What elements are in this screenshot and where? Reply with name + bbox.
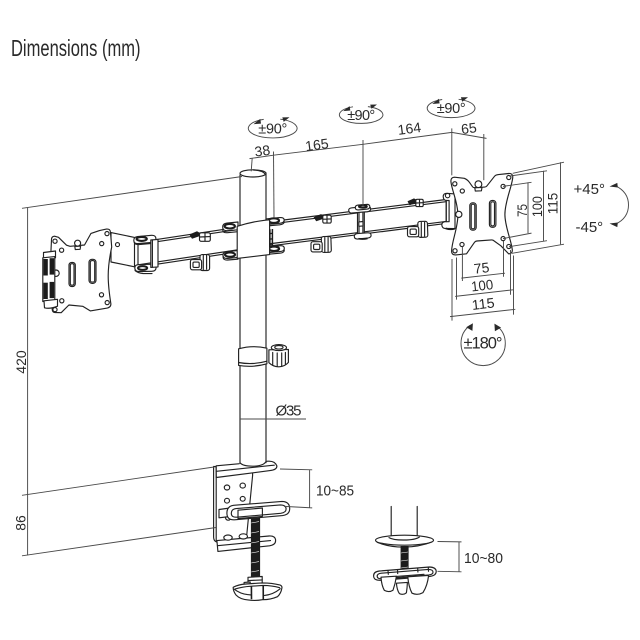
svg-text:±90°: ±90° (347, 108, 375, 124)
svg-text:164: 164 (397, 119, 422, 138)
svg-text:75: 75 (473, 259, 490, 277)
svg-text:100: 100 (529, 196, 545, 217)
svg-text:38: 38 (254, 142, 272, 160)
svg-text:-45°: -45° (576, 219, 604, 236)
svg-text:10~85: 10~85 (316, 483, 354, 500)
svg-text:115: 115 (471, 294, 496, 313)
svg-text:115: 115 (545, 193, 561, 215)
svg-text:100: 100 (470, 276, 494, 294)
svg-text:±90°: ±90° (437, 101, 466, 117)
svg-text:±90°: ±90° (258, 121, 287, 137)
svg-text:±180°: ±180° (464, 335, 503, 353)
svg-text:Ø35: Ø35 (276, 402, 302, 419)
svg-text:Dimensions (mm): Dimensions (mm) (11, 35, 141, 61)
svg-text:65: 65 (460, 119, 478, 137)
svg-text:75: 75 (514, 204, 530, 217)
svg-text:10~80: 10~80 (464, 550, 503, 567)
svg-text:165: 165 (304, 135, 329, 154)
svg-text:420: 420 (13, 350, 29, 374)
svg-text:86: 86 (13, 515, 29, 531)
svg-text:+45°: +45° (574, 181, 605, 198)
